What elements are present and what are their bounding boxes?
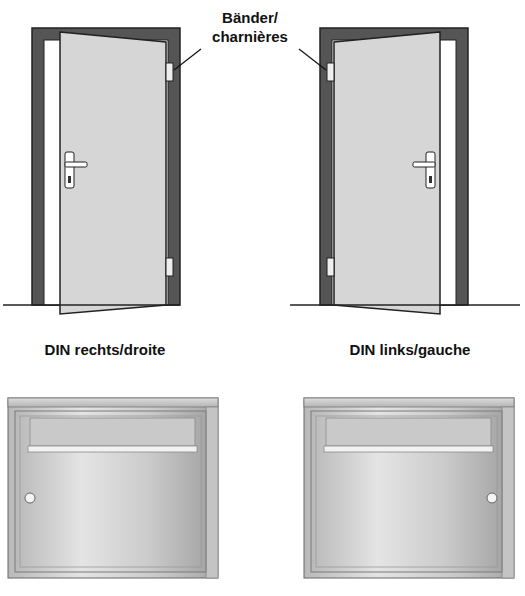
- door-right-hinged: [32, 28, 180, 314]
- floor-line: [290, 304, 520, 306]
- leader-line: [299, 49, 326, 70]
- mailbox-left-knob: [8, 398, 218, 578]
- callout-label: Bänder/ charnières: [195, 8, 305, 46]
- caption-label: DIN links/gauche: [315, 340, 505, 359]
- caption-label: DIN rechts/droite: [10, 340, 200, 359]
- mailbox-right-knob: [304, 398, 514, 578]
- door-left-hinged: [320, 28, 468, 314]
- leader-line: [174, 49, 201, 70]
- floor-line: [3, 304, 180, 306]
